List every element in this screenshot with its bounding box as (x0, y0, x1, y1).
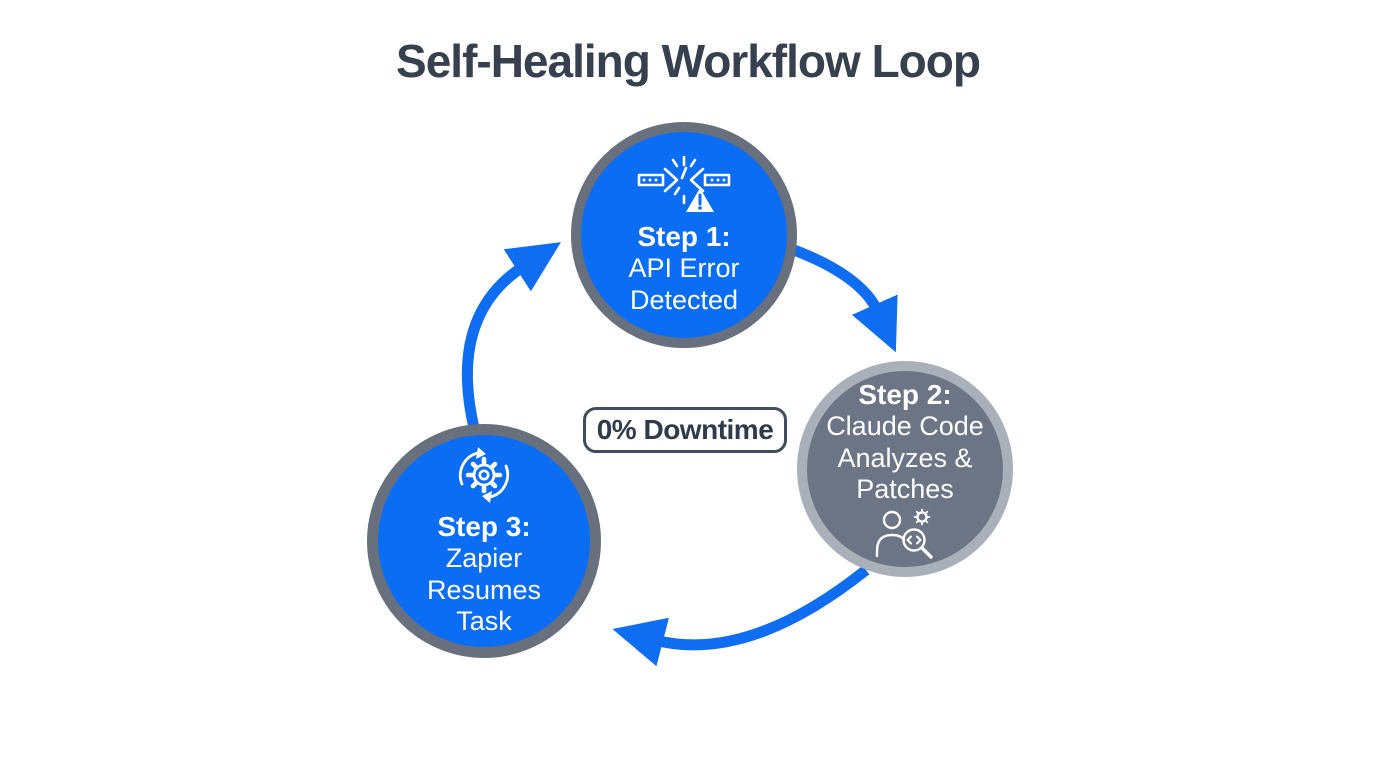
downtime-badge: 0% Downtime (583, 407, 787, 453)
arrow-step2-to-step3 (612, 565, 870, 667)
arrow-step1-to-step2 (792, 244, 898, 353)
step1-circle: Step 1: API Error Detected (571, 122, 797, 348)
gear-sync-refresh-icon (458, 446, 510, 503)
step3-circle: Step 3: Zapier Resumes Task (367, 424, 601, 658)
step1-line: API Error (628, 252, 740, 283)
diagram-title: Self-Healing Workflow Loop (396, 35, 981, 87)
step3-line: Zapier (445, 542, 523, 573)
step2-circle: Step 2: Claude Code Analyzes & Patches (797, 361, 1013, 577)
downtime-badge-label: 0% Downtime (596, 414, 774, 445)
step2-line: Analyzes & (837, 442, 973, 473)
step2-line: Patches (856, 474, 954, 505)
developer-magnifier-gear-icon (875, 508, 933, 559)
broken-api-connection-warning-icon (637, 155, 731, 212)
step1-line: Detected (629, 284, 739, 315)
arrow-step3-to-step1 (461, 242, 561, 430)
step1-heading: Step 1: (637, 220, 731, 252)
step2-heading: Step 2: (858, 378, 952, 410)
step2-line: Claude Code (826, 410, 984, 441)
step3-line: Resumes (426, 574, 542, 605)
step3-heading: Step 3: (437, 510, 531, 542)
step3-line: Task (456, 606, 512, 637)
